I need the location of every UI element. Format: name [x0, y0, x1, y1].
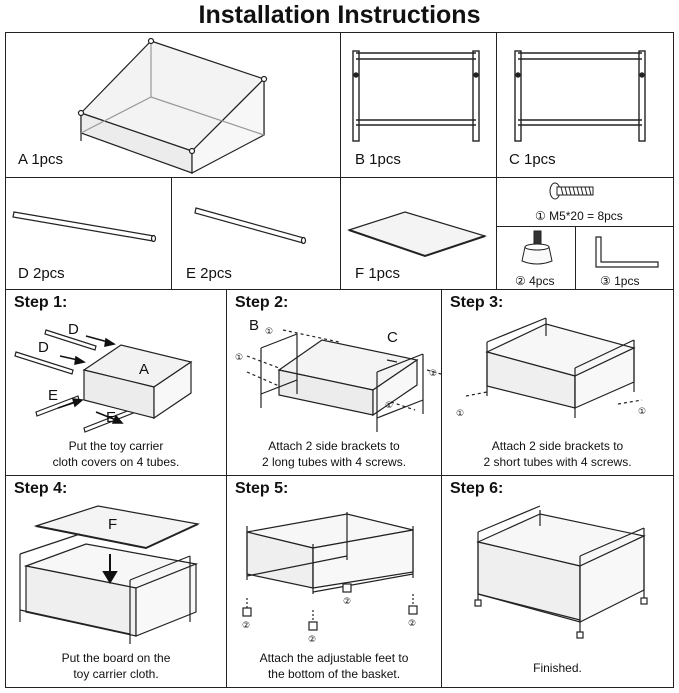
- step-4-caption-line-1: Put the board on the: [61, 651, 171, 665]
- step-2-illustration: B C ① ① ① ①: [235, 317, 442, 432]
- step-5-illustration: ② ② ② ②: [242, 512, 418, 645]
- long-tube-d-illustration: [12, 211, 157, 243]
- step-6-title: Step 6:: [450, 480, 504, 497]
- step-4-caption-line-2: toy carrier cloth.: [73, 667, 159, 681]
- feet-panel: ② 4pcs: [496, 226, 576, 290]
- adjustable-foot-icon: [521, 230, 553, 265]
- wrench-panel: ③ 1pcs: [575, 226, 674, 290]
- step-5-title: Step 5:: [235, 480, 289, 497]
- step-2-screw-4: ①: [385, 401, 393, 411]
- wrench-label: ③ 1pcs: [600, 274, 640, 288]
- step-3-title: Step 3:: [450, 294, 504, 311]
- step-2-label-b: B: [249, 317, 259, 334]
- part-f-label: F 1pcs: [355, 265, 401, 282]
- step-6-panel: Step 6: Finished.: [441, 475, 674, 688]
- step-3-caption-line-2: 2 short tubes with 4 screws.: [483, 455, 632, 469]
- step-6-illustration: [474, 505, 648, 639]
- step-3-screw-left: ①: [456, 409, 464, 419]
- part-b-label: B 1pcs: [355, 151, 401, 168]
- step-2-title: Step 2:: [235, 294, 289, 311]
- step-1-caption-line-1: Put the toy carrier: [68, 439, 164, 453]
- part-d-panel: D 2pcs: [5, 177, 172, 290]
- step-5-caption-line-1: Attach the adjustable feet to: [259, 651, 409, 665]
- step-2-caption-line-1: Attach 2 side brackets to: [268, 439, 400, 453]
- step-6-caption-line-1: Finished.: [533, 661, 582, 675]
- step-1-label-d-top: D: [68, 321, 79, 338]
- part-d-label: D 2pcs: [18, 265, 65, 282]
- step-4-title: Step 4:: [14, 480, 68, 497]
- screw-label: ① M5*20 = 8pcs: [535, 209, 623, 223]
- part-e-panel: E 2pcs: [171, 177, 341, 290]
- step-4-illustration: F: [19, 505, 200, 644]
- step-5-panel: Step 5: ② ② ② ② Attach the adjustable fe…: [226, 475, 442, 688]
- step-5-foot-4: ②: [343, 597, 351, 607]
- part-f-panel: F 1pcs: [340, 177, 497, 290]
- step-2-screw-1: ①: [265, 327, 273, 337]
- step-1-label-e-left: E: [48, 387, 58, 404]
- step-2-label-c: C: [387, 329, 398, 346]
- screw-panel: ① M5*20 = 8pcs: [496, 177, 674, 227]
- short-tube-e-illustration: [194, 207, 307, 245]
- part-c-panel: C 1pcs: [496, 32, 674, 178]
- step-2-caption-line-2: 2 long tubes with 4 screws.: [261, 455, 407, 469]
- step-3-screw-right: ①: [638, 407, 646, 417]
- side-bracket-b-illustration: [352, 50, 480, 142]
- part-e-label: E 2pcs: [186, 265, 232, 282]
- step-3-panel: Step 3: ① ① Attach 2 side brackets to 2 …: [441, 289, 674, 476]
- step-1-label-a: A: [139, 361, 149, 378]
- step-4-label-f: F: [108, 516, 117, 533]
- basket-illustration: [77, 37, 268, 174]
- step-3-caption-line-1: Attach 2 side brackets to: [491, 439, 624, 453]
- page-title: Installation Instructions: [198, 1, 481, 29]
- part-b-panel: B 1pcs: [340, 32, 497, 178]
- part-a-label: A 1pcs: [18, 151, 64, 168]
- step-2-panel: Step 2: B C ① ① ① ① Attach 2 side brack: [226, 289, 442, 476]
- step-1-title: Step 1:: [14, 294, 68, 311]
- part-a-panel: A 1pcs: [5, 32, 341, 178]
- step-2-screw-2: ①: [235, 353, 243, 363]
- step-4-panel: Step 4: F Put the board on the toy carri…: [5, 475, 227, 688]
- step-1-panel: Step 1: D D A E E Put the toy carrier cl…: [5, 289, 227, 476]
- side-bracket-c-illustration: [514, 50, 646, 142]
- step-5-caption-line-2: the bottom of the basket.: [267, 667, 401, 681]
- step-2-screw-3: ①: [429, 369, 437, 379]
- step-3-illustration: ① ①: [456, 317, 646, 419]
- step-1-caption-line-2: cloth covers on 4 tubes.: [52, 455, 180, 469]
- allen-wrench-icon: [595, 236, 659, 268]
- part-c-label: C 1pcs: [509, 151, 556, 168]
- screw-icon: [549, 182, 594, 200]
- step-1-label-e-bottom: E: [106, 409, 116, 426]
- step-5-foot-3: ②: [408, 619, 416, 629]
- step-5-foot-2: ②: [308, 635, 316, 645]
- board-f-illustration: [347, 211, 487, 258]
- step-5-foot-1: ②: [242, 621, 250, 631]
- step-1-illustration: D D A E E: [14, 321, 193, 433]
- step-1-label-d-left: D: [38, 339, 49, 356]
- feet-label: ② 4pcs: [515, 274, 555, 288]
